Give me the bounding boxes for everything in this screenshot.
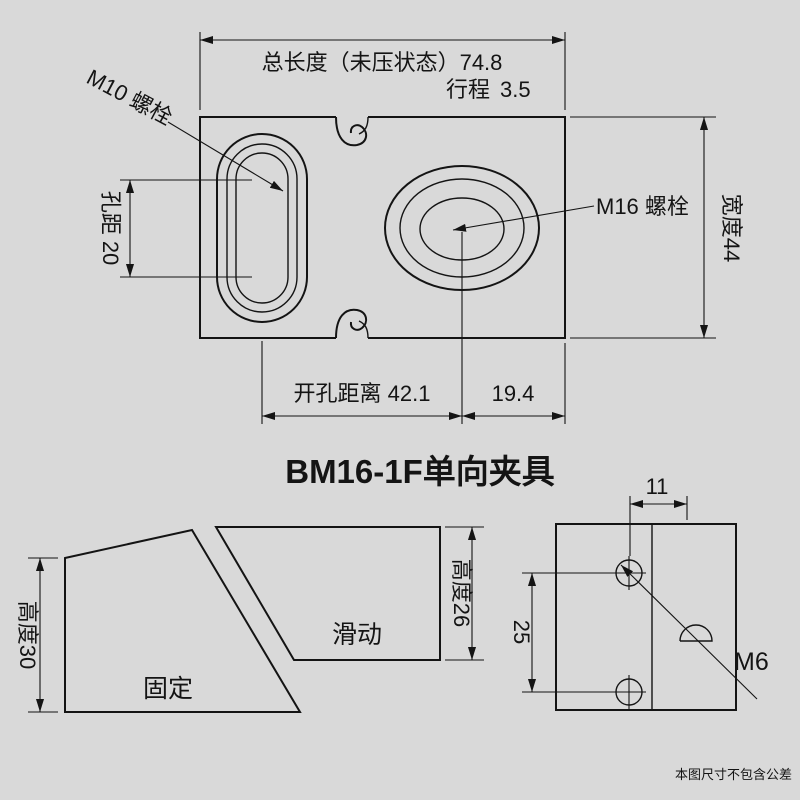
end-view-drawing: 11 25 M6 xyxy=(509,474,769,711)
m10-slot-inner xyxy=(235,152,289,304)
label-fixed-part: 固定 xyxy=(143,675,193,703)
dim-hole-distance: 开孔距离 42.1 xyxy=(294,381,431,406)
dim-height-fixed: 高度30 xyxy=(15,601,40,669)
m6-dome-profile xyxy=(679,624,713,642)
clamp-body-outline xyxy=(199,116,336,339)
watermark-text: 本图尺寸不包含公差 xyxy=(675,767,792,782)
m10-slot-outer xyxy=(216,133,308,323)
dim-hole-pitch: 孔距 20 xyxy=(98,191,123,266)
dim-height-slide: 高度26 xyxy=(449,559,474,627)
dim-hole-offset-11: 11 xyxy=(646,474,669,499)
label-sliding-part: 滑动 xyxy=(332,621,382,649)
label-m16-bolt: M16 螺栓 xyxy=(596,194,689,219)
drawing-title: BM16-1F单向夹具 xyxy=(285,453,555,490)
leader-m10 xyxy=(167,121,284,192)
label-m10-bolt: M10 螺栓 xyxy=(83,64,177,130)
dim-hole-pitch-25: 25 xyxy=(509,620,534,644)
sliding-jaw-outline xyxy=(214,526,441,661)
seam-notch-bottom-edge xyxy=(358,320,369,339)
clamp-body-outline-right xyxy=(368,116,566,339)
dim-total-length: 总长度（未压状态）74.8 xyxy=(262,50,503,75)
end-view-body xyxy=(555,523,737,711)
seam-notch-top-edge xyxy=(358,116,369,135)
leader-m16 xyxy=(452,205,595,232)
label-m6-thread: M6 xyxy=(734,648,769,676)
side-view-drawing: 固定 滑动 高度30 高度26 xyxy=(15,526,484,713)
top-view-drawing: 总长度（未压状态）74.8 行程 3.5 M10 螺栓 孔距 20 M16 螺栓… xyxy=(83,32,744,424)
dim-stroke-label: 行程 xyxy=(446,77,490,102)
dim-edge-distance: 19.4 xyxy=(492,381,535,406)
seam-notch-bottom xyxy=(335,308,368,339)
seam-notch-top xyxy=(335,116,368,147)
dim-stroke-value: 3.5 xyxy=(500,77,531,102)
fixed-jaw-outline xyxy=(64,528,302,713)
leader-m6 xyxy=(620,564,758,700)
dim-width: 宽度44 xyxy=(719,194,744,262)
m10-slot-middle xyxy=(226,143,298,313)
